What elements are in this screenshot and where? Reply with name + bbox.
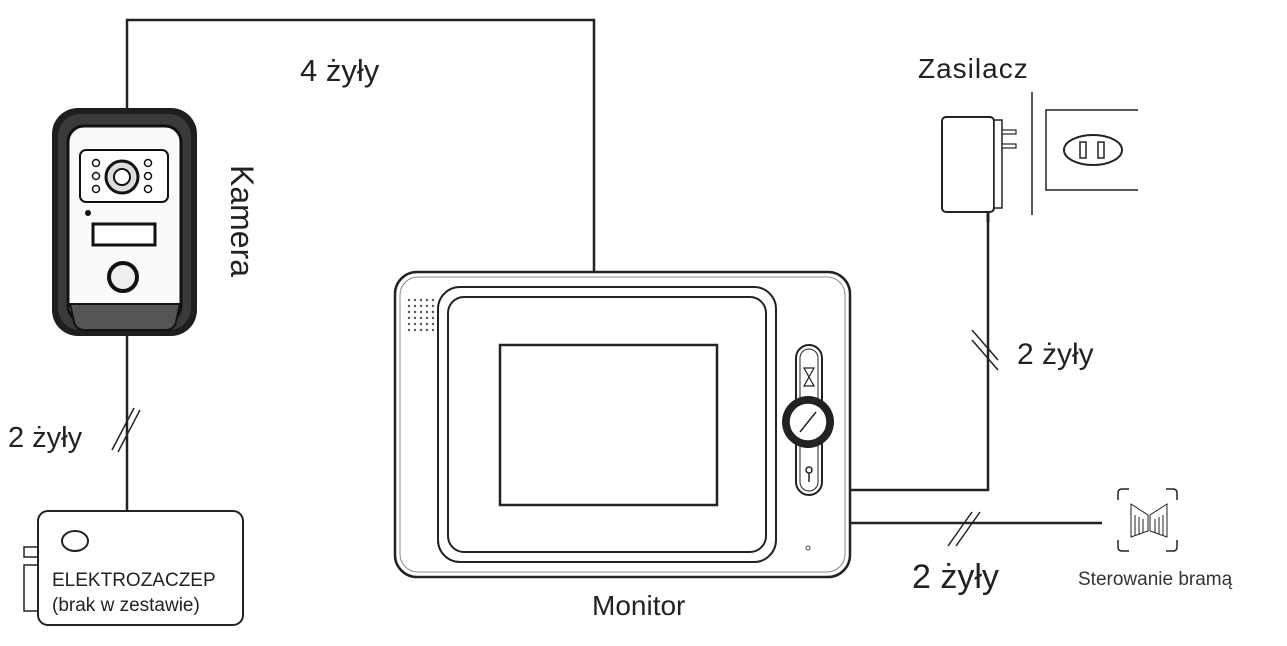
wire-slash-lock bbox=[111, 407, 135, 451]
wire-camera-monitor bbox=[125, 18, 596, 273]
camera-monitor-wire-label: 4 żyły bbox=[300, 53, 380, 88]
name-plate bbox=[91, 222, 157, 247]
electric-lock-device bbox=[23, 510, 244, 626]
wire-power-monitor bbox=[850, 222, 990, 492]
lock-wire-label: 2 żyły bbox=[8, 422, 83, 454]
camera-device bbox=[52, 108, 197, 336]
monitor-label: Monitor bbox=[592, 590, 686, 621]
monitor-device bbox=[393, 270, 852, 579]
gate-wire-label: 2 żyły bbox=[912, 558, 999, 596]
wire-slash-power bbox=[971, 329, 999, 361]
call-button-icon bbox=[107, 261, 139, 293]
camera-label: Kamera bbox=[224, 164, 261, 278]
lock-name-label: ELEKTROZACZEP bbox=[52, 570, 216, 591]
monitor-screen bbox=[498, 343, 719, 507]
gate-control-label: Sterowanie bramą bbox=[1078, 569, 1233, 590]
wall-socket bbox=[1045, 109, 1138, 191]
gate-button-icon bbox=[802, 367, 816, 387]
power-wire-label: 2 żyły bbox=[1017, 338, 1094, 371]
lock-note-label: (brak w zestawie) bbox=[52, 595, 200, 616]
gate-control-icon bbox=[1117, 488, 1178, 552]
speaker-grille-icon bbox=[407, 298, 435, 332]
wire-slash-gate bbox=[947, 511, 973, 547]
power-adapter-device bbox=[941, 92, 1138, 222]
power-supply-label: Zasilacz bbox=[918, 53, 1029, 84]
wires bbox=[111, 18, 1102, 547]
